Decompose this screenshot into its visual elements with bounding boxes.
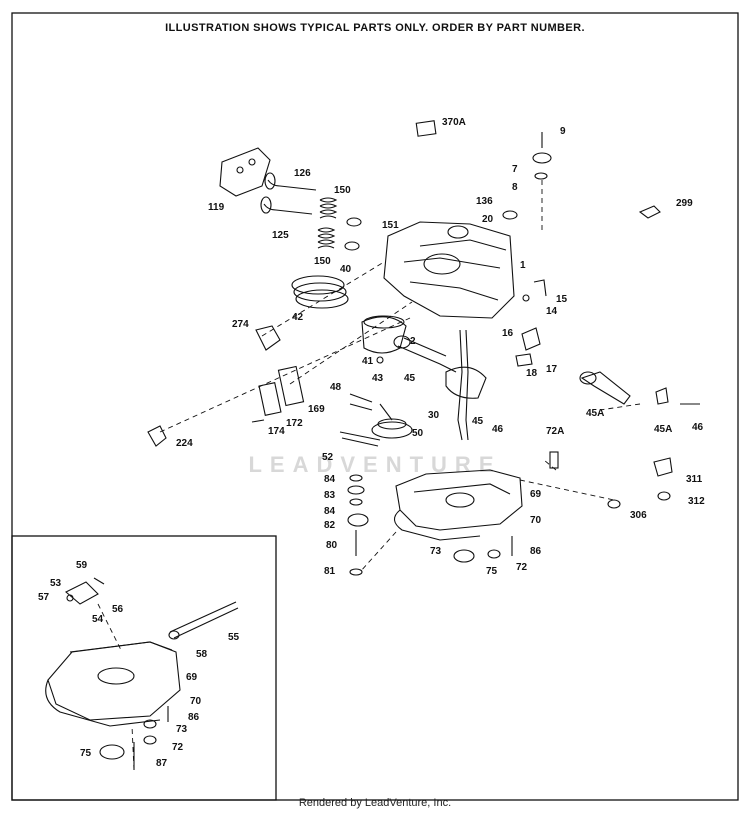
part-label: 43 [372,373,384,384]
part-label: 52 [322,452,334,463]
part-label: 56 [112,604,124,615]
part-label: 70 [530,515,542,526]
part-label: 53 [50,578,62,589]
part-label: 20 [482,214,494,225]
part-label: 169 [308,404,325,415]
part-label: 86 [188,712,200,723]
part-label: 46 [692,422,704,433]
part-370a-shape [415,120,437,137]
part-label: 30 [428,410,440,421]
part-label: 50 [412,428,424,439]
part-label: 119 [208,202,225,213]
part-label: 72 [172,742,184,753]
part-label: 45A [586,408,604,419]
part-label: 83 [324,490,336,501]
part-label: 87 [156,758,168,769]
part-label: 59 [76,560,88,571]
part-label: 55 [228,632,240,643]
part-label: 82 [324,520,336,531]
part-label: 306 [630,510,647,521]
part-label: 48 [330,382,342,393]
part-label: 8 [512,182,518,193]
part-label: 45 [472,416,484,427]
part-label: 69 [186,672,198,683]
part-label: 81 [324,566,336,577]
part-label: 174 [268,426,285,437]
part-label: 150 [314,256,331,267]
part-label: 224 [176,438,193,449]
part-label: 274 [232,319,249,330]
part-label: 58 [196,649,208,660]
part-label: 151 [382,220,399,231]
part-label: 69 [530,489,542,500]
part-label: 126 [294,168,311,179]
part-label: 75 [80,748,92,759]
part-label: 312 [688,496,705,507]
part-callouts: 370A 9 7 8 119 126 150 136 20 299 151 12… [38,117,705,769]
part-label: 2 [410,336,416,347]
part-label: 16 [502,328,514,339]
part-label: 72A [546,426,564,437]
part-label: 17 [546,364,558,375]
part-label: 18 [526,368,538,379]
part-label: 7 [512,164,518,175]
inset-border [11,535,277,801]
part-label: 15 [556,294,568,305]
part-label: 46 [492,424,504,435]
part-label: 370A [442,117,466,128]
part-label: 75 [486,566,498,577]
part-label: 41 [362,356,374,367]
part-label: 1 [520,260,526,271]
part-label: 84 [324,506,336,517]
part-label: 172 [286,418,303,429]
part-label: 42 [292,312,304,323]
part-label: 73 [176,724,188,735]
part-label: 86 [530,546,542,557]
part-label: 40 [340,264,352,275]
part-label: 311 [686,474,703,485]
part-label: 299 [676,198,693,209]
diagram-header: ILLUSTRATION SHOWS TYPICAL PARTS ONLY. O… [165,22,585,34]
part-label: 45A [654,424,672,435]
part-label: 136 [476,196,493,207]
part-label: 72 [516,562,528,573]
footer-credit: Rendered by LeadVenture, Inc. [298,797,452,809]
part-label: 57 [38,592,50,603]
part-label: 84 [324,474,336,485]
part-label: 9 [560,126,566,137]
outer-border [11,12,739,801]
part-label: 14 [546,306,558,317]
part-label: 125 [272,230,289,241]
part-label: 70 [190,696,202,707]
part-label: 150 [334,185,351,196]
part-label: 80 [326,540,338,551]
part-label: 54 [92,614,104,625]
part-label: 45 [404,373,416,384]
part-label: 73 [430,546,442,557]
